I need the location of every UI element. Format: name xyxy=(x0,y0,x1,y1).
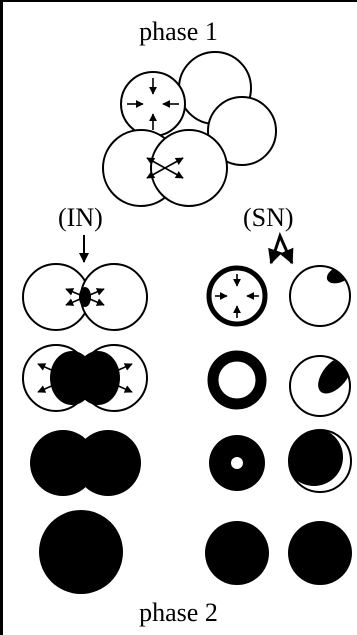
cell-circle xyxy=(207,96,277,166)
phase1-cell-cluster xyxy=(102,51,277,207)
sn-row2-cells xyxy=(207,350,351,417)
sn-row3-cells xyxy=(209,429,352,493)
cell-circle xyxy=(150,129,228,207)
growing-blob xyxy=(76,351,120,405)
pathway-in-label: (IN) xyxy=(58,203,103,232)
in-final-sphere xyxy=(39,510,123,594)
sn-row1-cells xyxy=(206,265,351,327)
inward-arrows xyxy=(127,78,179,130)
outward-arrows xyxy=(146,157,184,179)
in-row1-cell-pair xyxy=(22,263,148,331)
sn-final-sphere xyxy=(288,521,352,585)
in-row3-merged-cells xyxy=(30,430,141,496)
phase1-label: phase 1 xyxy=(139,17,218,46)
phase2-label: phase 2 xyxy=(139,598,218,627)
sn-final-sphere xyxy=(205,521,269,585)
in-row2-cell-pair xyxy=(22,344,148,412)
split-arrow-sn xyxy=(268,231,294,265)
pathway-arrows xyxy=(79,231,294,265)
pathway-sn-label: (SN) xyxy=(243,203,294,232)
